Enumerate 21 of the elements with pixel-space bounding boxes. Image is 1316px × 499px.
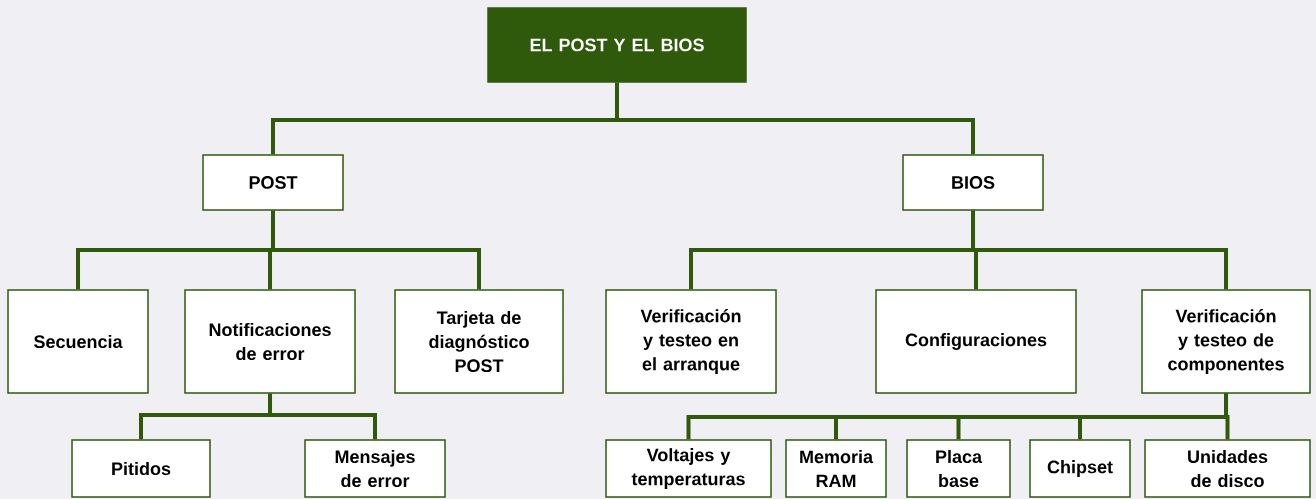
connector-line [1224,393,1230,440]
topic-box: Pitidos [71,439,211,498]
topic-box: Chipset [1029,439,1131,498]
connector-line [268,393,377,440]
topic-box: Memoria RAM [785,439,887,498]
topic-box: Verificación y testeo en el arranque [605,289,777,394]
topic-box: Mensajes de error [304,439,446,498]
topic-box: Unidades de disco [1144,439,1311,498]
topic-box: BIOS [902,154,1044,211]
connector-line [971,210,1228,290]
topic-box: Tarjeta de diagnóstico POST [394,289,564,394]
topic-box: Placa base [906,439,1011,498]
topic-box: POST [202,154,344,211]
topic-box: Voltajes y temperaturas [605,439,772,498]
topic-box: Verificación y testeo de componentes [1141,289,1311,394]
topic-box: Configuraciones [875,289,1077,394]
title-box: EL POST Y EL BIOS [487,7,747,83]
topic-box: Secuencia [7,289,149,394]
connector-line [271,210,481,290]
connector-line [615,82,975,155]
topic-box: Notificaciones de error [184,289,356,394]
